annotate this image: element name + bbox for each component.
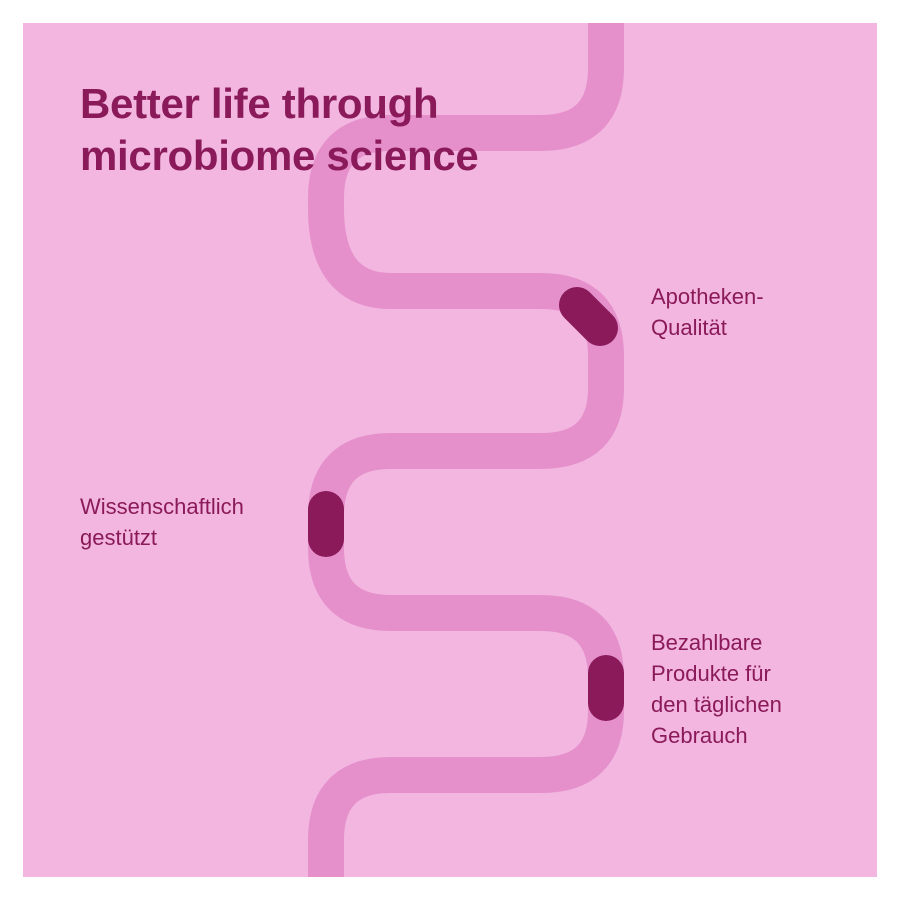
feature-label-line: gestützt xyxy=(80,525,158,550)
infographic-panel: Better life through microbiome science A… xyxy=(23,23,877,877)
feature-label-line: Apotheken- xyxy=(651,284,764,309)
feature-label-line: Gebrauch xyxy=(651,723,748,748)
feature-label-line: den täglichen xyxy=(651,692,782,717)
feature-label-wissenschaftlich-gestuetzt: Wissenschaftlich gestützt xyxy=(80,491,244,553)
winding-path-graphic xyxy=(308,23,624,877)
feature-label-line: Bezahlbare xyxy=(651,630,763,655)
feature-label-apotheken-qualitaet: Apotheken- Qualität xyxy=(651,281,764,343)
feature-label-line: Produkte für xyxy=(651,661,771,686)
winding-path xyxy=(308,23,624,877)
headline-line-1: Better life through xyxy=(80,80,439,127)
headline: Better life through microbiome science xyxy=(80,78,479,182)
feature-label-line: Qualität xyxy=(651,315,727,340)
headline-line-2: microbiome science xyxy=(80,132,479,179)
feature-label-line: Wissenschaftlich xyxy=(80,494,244,519)
feature-label-bezahlbare-produkte: Bezahlbare Produkte für den täglichen Ge… xyxy=(651,627,782,751)
marker-apotheken xyxy=(559,287,618,346)
